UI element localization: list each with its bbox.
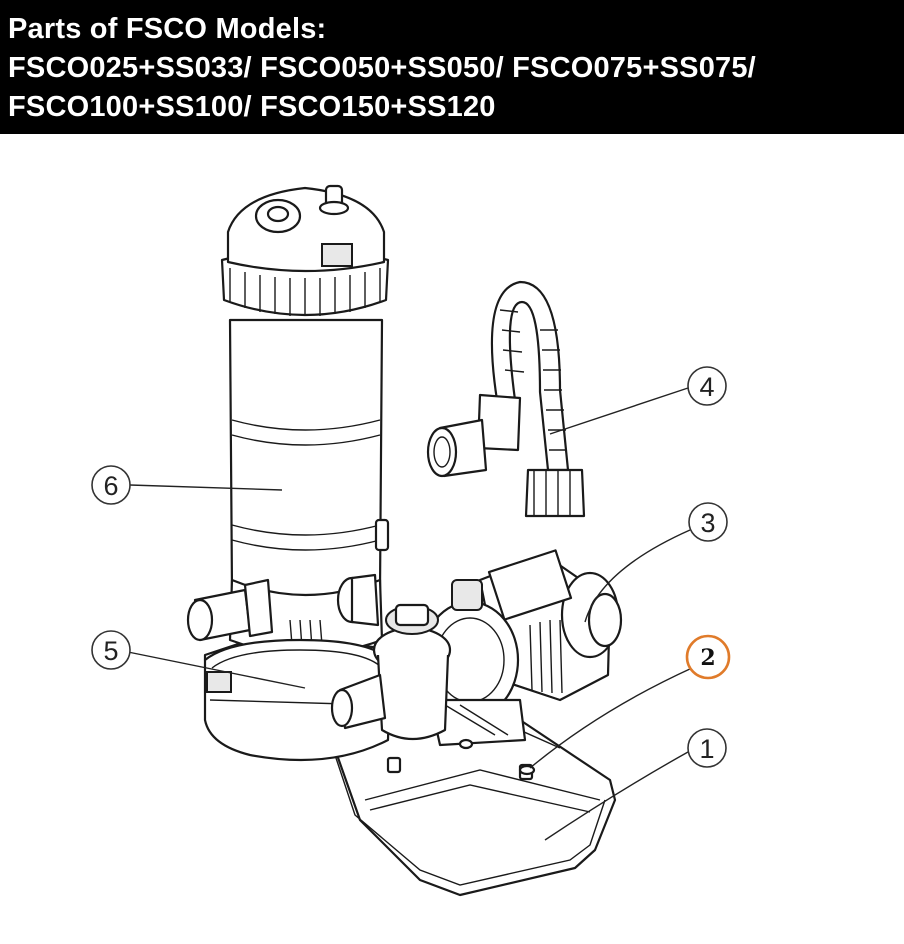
callout-6: 6: [91, 465, 131, 505]
filter-canister: [186, 184, 390, 656]
leader-1: [544, 751, 689, 841]
hose-assembly: [426, 280, 586, 518]
callout-4-label: 4: [699, 372, 714, 402]
callout-2-label: 2: [700, 645, 715, 671]
callout-6-label: 6: [103, 471, 118, 501]
callout-3-label: 3: [700, 508, 715, 538]
callout-5-label: 5: [103, 636, 118, 666]
title-line-3: FSCO100+SS100/ FSCO150+SS120: [8, 91, 496, 123]
leader-6: [129, 484, 283, 491]
parts-diagram: 6 5 4 3 2 1: [91, 184, 731, 897]
title-banner: Parts of FSCO Models: FSCO025+SS033/ FSC…: [0, 0, 904, 134]
leader-3: [584, 529, 691, 623]
callout-3: 3: [688, 502, 728, 542]
title-line-1: Parts of FSCO Models:: [8, 13, 327, 45]
title-line-2: FSCO025+SS033/ FSCO050+SS050/ FSCO075+SS…: [8, 52, 756, 84]
leader-5: [127, 651, 306, 689]
callout-1-label: 1: [699, 734, 714, 764]
callout-4: 4: [687, 366, 727, 406]
filter-base-lid: [203, 638, 392, 762]
callout-5: 5: [91, 630, 131, 670]
callout-2: 2: [685, 634, 731, 680]
leader-2: [529, 667, 693, 769]
leader-4: [549, 387, 689, 435]
fastener-part: [458, 738, 536, 776]
callout-1: 1: [687, 728, 727, 768]
